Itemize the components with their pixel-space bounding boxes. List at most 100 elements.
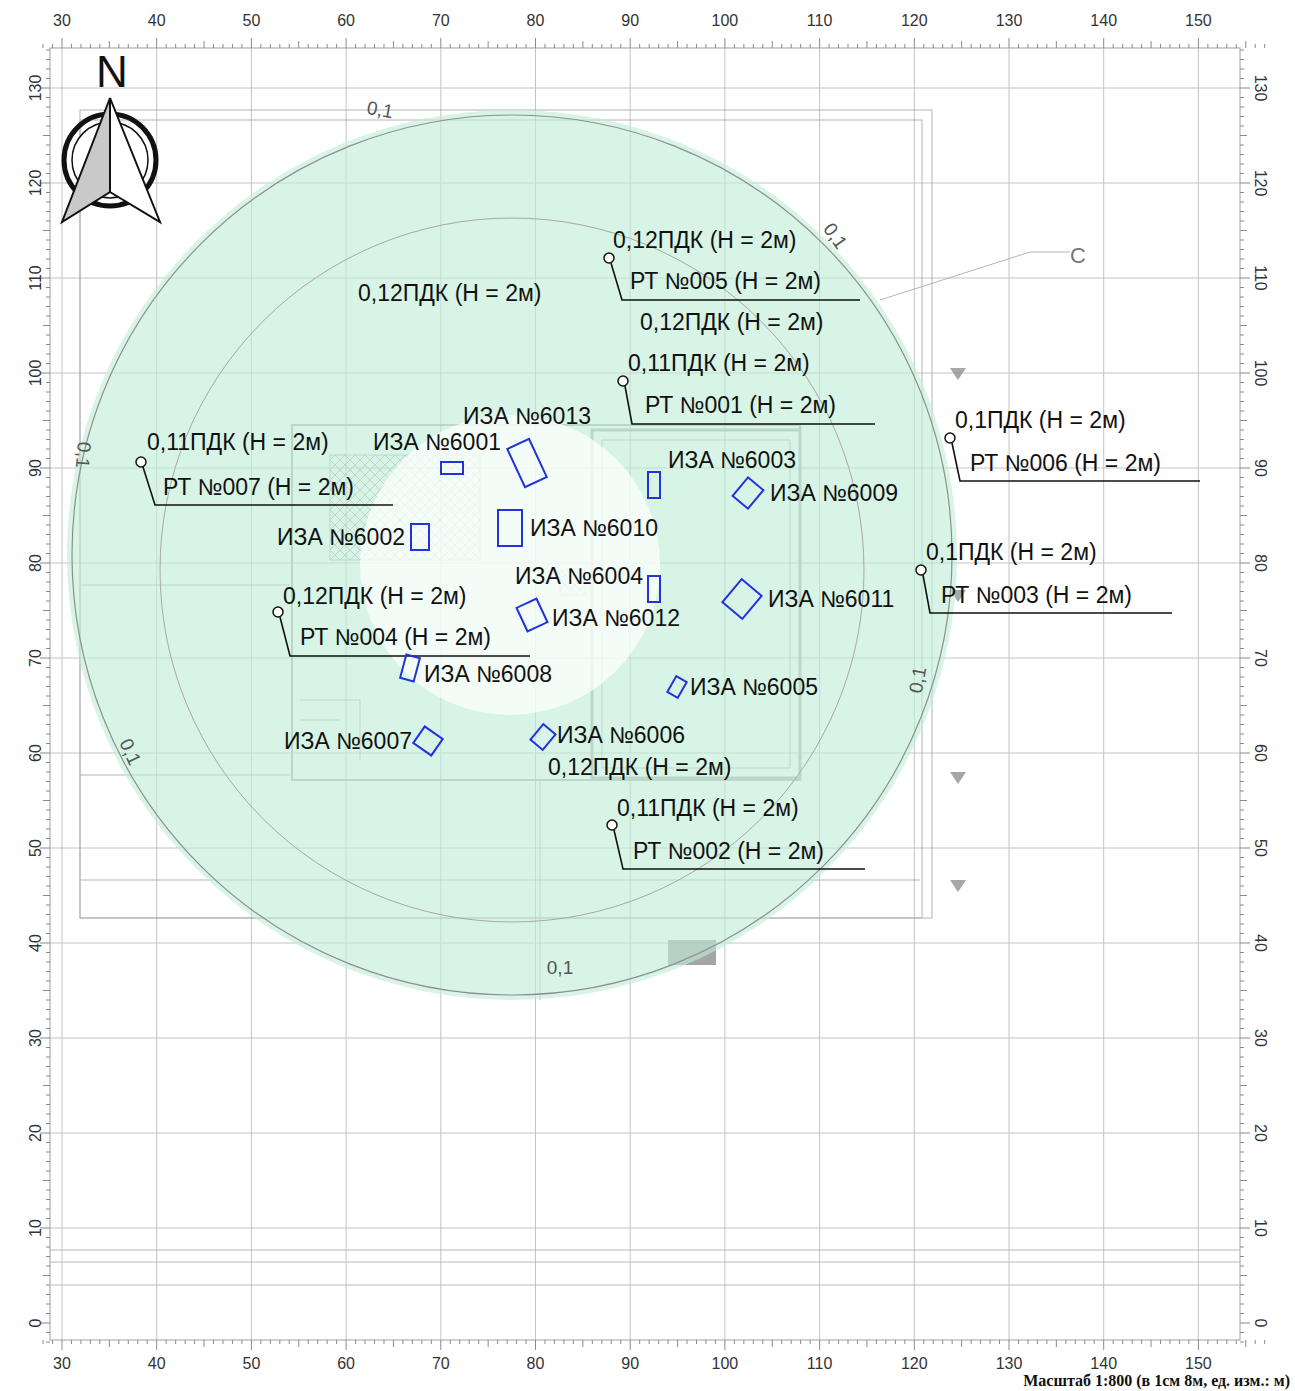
emission-source: ИЗА №6001 xyxy=(432,448,472,488)
ruler-tick xyxy=(1240,1095,1244,1096)
receptor-marker xyxy=(272,606,284,618)
ruler-tick xyxy=(601,44,602,48)
ruler-tick xyxy=(46,1247,50,1248)
ruler-tick xyxy=(46,1332,50,1333)
ruler-tick xyxy=(43,990,50,991)
concentration-value: 0,12ПДК (Н = 2м) xyxy=(283,583,466,609)
receptor-circle xyxy=(604,253,614,263)
ruler-tick xyxy=(355,1340,356,1344)
ruler-tick xyxy=(1240,515,1247,516)
axis-label: 50 xyxy=(242,12,260,30)
source-outline xyxy=(722,579,762,619)
ruler-tick xyxy=(1240,943,1250,944)
ruler-tick xyxy=(1217,1340,1218,1344)
ruler-tick xyxy=(46,1342,50,1343)
ruler-tick xyxy=(46,686,50,687)
ruler-tick xyxy=(497,1340,498,1344)
ruler-tick xyxy=(412,1340,413,1344)
ruler-tick xyxy=(393,1340,394,1347)
ruler-tick xyxy=(857,1340,858,1344)
ruler-tick xyxy=(46,791,50,792)
ruler-tick xyxy=(734,1340,735,1344)
source-label: ИЗА №6003 xyxy=(668,447,796,473)
ruler-tick xyxy=(914,1340,915,1350)
ruler-tick xyxy=(185,1340,186,1344)
isoline-label: 0,1 xyxy=(71,441,95,469)
ruler-tick xyxy=(1122,1340,1123,1344)
ruler-tick xyxy=(829,44,830,48)
ruler-tick xyxy=(46,259,50,260)
axis-label: 90 xyxy=(1251,459,1269,477)
ruler-tick xyxy=(582,41,583,48)
ruler-tick xyxy=(43,610,50,611)
axis-label: 80 xyxy=(527,1355,545,1373)
ruler-tick xyxy=(1207,44,1208,48)
ruler-tick xyxy=(554,44,555,48)
ruler-tick xyxy=(270,44,271,48)
ruler-tick xyxy=(46,981,50,982)
ruler-tick xyxy=(526,1340,527,1344)
axis-label: 60 xyxy=(27,744,45,762)
ruler-tick xyxy=(819,1340,820,1350)
receptor-point: 0,1ПДК (Н = 2м)РТ №003 (Н = 2м) xyxy=(915,564,927,576)
ruler-tick xyxy=(46,268,50,269)
ruler-tick xyxy=(857,44,858,48)
ruler-tick xyxy=(383,1340,384,1344)
ruler-tick xyxy=(1240,886,1244,887)
map-frame xyxy=(50,48,1240,1340)
ruler-tick xyxy=(1240,1247,1244,1248)
ruler-tick xyxy=(46,1266,50,1267)
ruler-tick xyxy=(866,1340,867,1347)
ruler-tick xyxy=(46,544,50,545)
arrow-half xyxy=(110,98,160,222)
ruler-tick xyxy=(147,1340,148,1344)
ruler-tick xyxy=(46,1142,50,1143)
ruler-tick xyxy=(1240,1057,1244,1058)
ruler-tick xyxy=(990,1340,991,1344)
ruler-tick xyxy=(497,44,498,48)
ruler-tick xyxy=(46,572,50,573)
ruler-tick xyxy=(1240,1190,1244,1191)
ruler-tick xyxy=(743,1340,744,1344)
source-label: ИЗА №6002 xyxy=(277,524,405,550)
ruler-tick xyxy=(1240,981,1244,982)
ruler-tick xyxy=(298,1340,299,1347)
ruler-tick xyxy=(46,914,50,915)
emission-source: ИЗА №6003 xyxy=(634,465,674,505)
ruler-tick xyxy=(1236,1340,1237,1344)
ruler-tick xyxy=(46,772,50,773)
ruler-tick xyxy=(1240,487,1244,488)
concentration-value: 0,12ПДК (Н = 2м) xyxy=(358,280,541,306)
ruler-tick xyxy=(1240,781,1244,782)
ruler-tick xyxy=(1240,572,1244,573)
ruler-tick xyxy=(1217,44,1218,48)
source-label: ИЗА №6011 xyxy=(768,586,894,612)
ruler-tick xyxy=(402,44,403,48)
ruler-tick xyxy=(46,154,50,155)
axis-label: 30 xyxy=(53,12,71,30)
ruler-tick xyxy=(1240,183,1250,184)
source-outline xyxy=(490,508,530,548)
ruler-tick xyxy=(46,287,50,288)
axis-label: 100 xyxy=(27,360,45,387)
ruler-tick xyxy=(46,867,50,868)
ruler-tick xyxy=(43,1085,50,1086)
ruler-tick xyxy=(762,44,763,48)
ruler-tick xyxy=(46,667,50,668)
ruler-tick xyxy=(573,44,574,48)
ruler-tick xyxy=(848,1340,849,1344)
ruler-tick xyxy=(1240,924,1244,925)
ruler-tick xyxy=(1240,905,1244,906)
scale-note: Масштаб 1:800 (в 1см 8м, ед. изм.: м) xyxy=(1023,1372,1290,1390)
ruler-tick xyxy=(46,696,50,697)
ruler-tick xyxy=(1240,211,1244,212)
ruler-tick xyxy=(1240,914,1244,915)
ruler-tick xyxy=(46,297,50,298)
ruler-tick xyxy=(374,44,375,48)
ruler-tick xyxy=(46,97,50,98)
ruler-tick xyxy=(639,1340,640,1344)
ruler-tick xyxy=(705,44,706,48)
source-box xyxy=(733,477,764,508)
emission-source: ИЗА №6002 xyxy=(400,517,440,557)
ruler-tick xyxy=(1240,715,1244,716)
